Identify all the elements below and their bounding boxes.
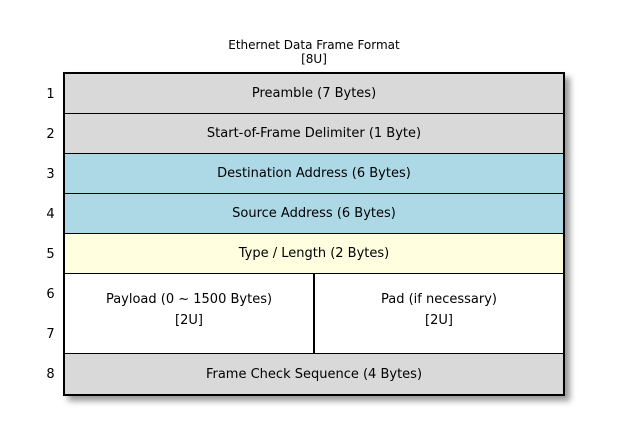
field-frame-check-sequence: Frame Check Sequence (4 Bytes) xyxy=(65,354,563,394)
row-number-2: 2 xyxy=(46,126,55,142)
diagram-subtitle: [8U] xyxy=(301,52,327,66)
frame-table: Preamble (7 Bytes) Start-of-Frame Delimi… xyxy=(63,72,565,396)
field-start-of-frame-delimiter: Start-of-Frame Delimiter (1 Byte) xyxy=(65,114,563,154)
field-source-address: Source Address (6 Bytes) xyxy=(65,194,563,234)
field-preamble: Preamble (7 Bytes) xyxy=(65,74,563,114)
field-pad: Pad (if necessary) [2U] xyxy=(313,274,563,353)
row-number-1: 1 xyxy=(46,86,55,102)
row-number-5: 5 xyxy=(46,246,55,262)
field-type-length: Type / Length (2 Bytes) xyxy=(65,234,563,274)
row-number-4: 4 xyxy=(46,206,55,222)
row-number-8: 8 xyxy=(46,366,55,382)
row-number-3: 3 xyxy=(46,166,55,182)
pad-label: Pad (if necessary) xyxy=(380,291,497,307)
title-block: Ethernet Data Frame Format [8U] xyxy=(63,38,565,66)
payload-units: [2U] xyxy=(175,312,203,328)
field-label: Type / Length (2 Bytes) xyxy=(238,246,390,261)
diagram-title: Ethernet Data Frame Format xyxy=(228,38,400,52)
field-label: Destination Address (6 Bytes) xyxy=(217,166,411,181)
field-label: Source Address (6 Bytes) xyxy=(232,206,396,221)
pad-units: [2U] xyxy=(425,312,453,328)
field-label: Preamble (7 Bytes) xyxy=(251,86,377,101)
field-label: Start-of-Frame Delimiter (1 Byte) xyxy=(206,126,422,141)
payload-label: Payload (0 ~ 1500 Bytes) xyxy=(105,291,273,307)
row-number-7: 7 xyxy=(46,326,55,342)
row-number-6: 6 xyxy=(46,286,55,302)
frame-diagram: 1 2 3 4 5 6 7 8 Preamble (7 Bytes) Start… xyxy=(38,72,565,396)
row-payload-pad: Payload (0 ~ 1500 Bytes) [2U] Pad (if ne… xyxy=(65,274,563,354)
field-payload: Payload (0 ~ 1500 Bytes) [2U] xyxy=(65,274,313,353)
field-label: Frame Check Sequence (4 Bytes) xyxy=(205,366,423,382)
field-destination-address: Destination Address (6 Bytes) xyxy=(65,154,563,194)
row-number-column: 1 2 3 4 5 6 7 8 xyxy=(38,72,63,394)
